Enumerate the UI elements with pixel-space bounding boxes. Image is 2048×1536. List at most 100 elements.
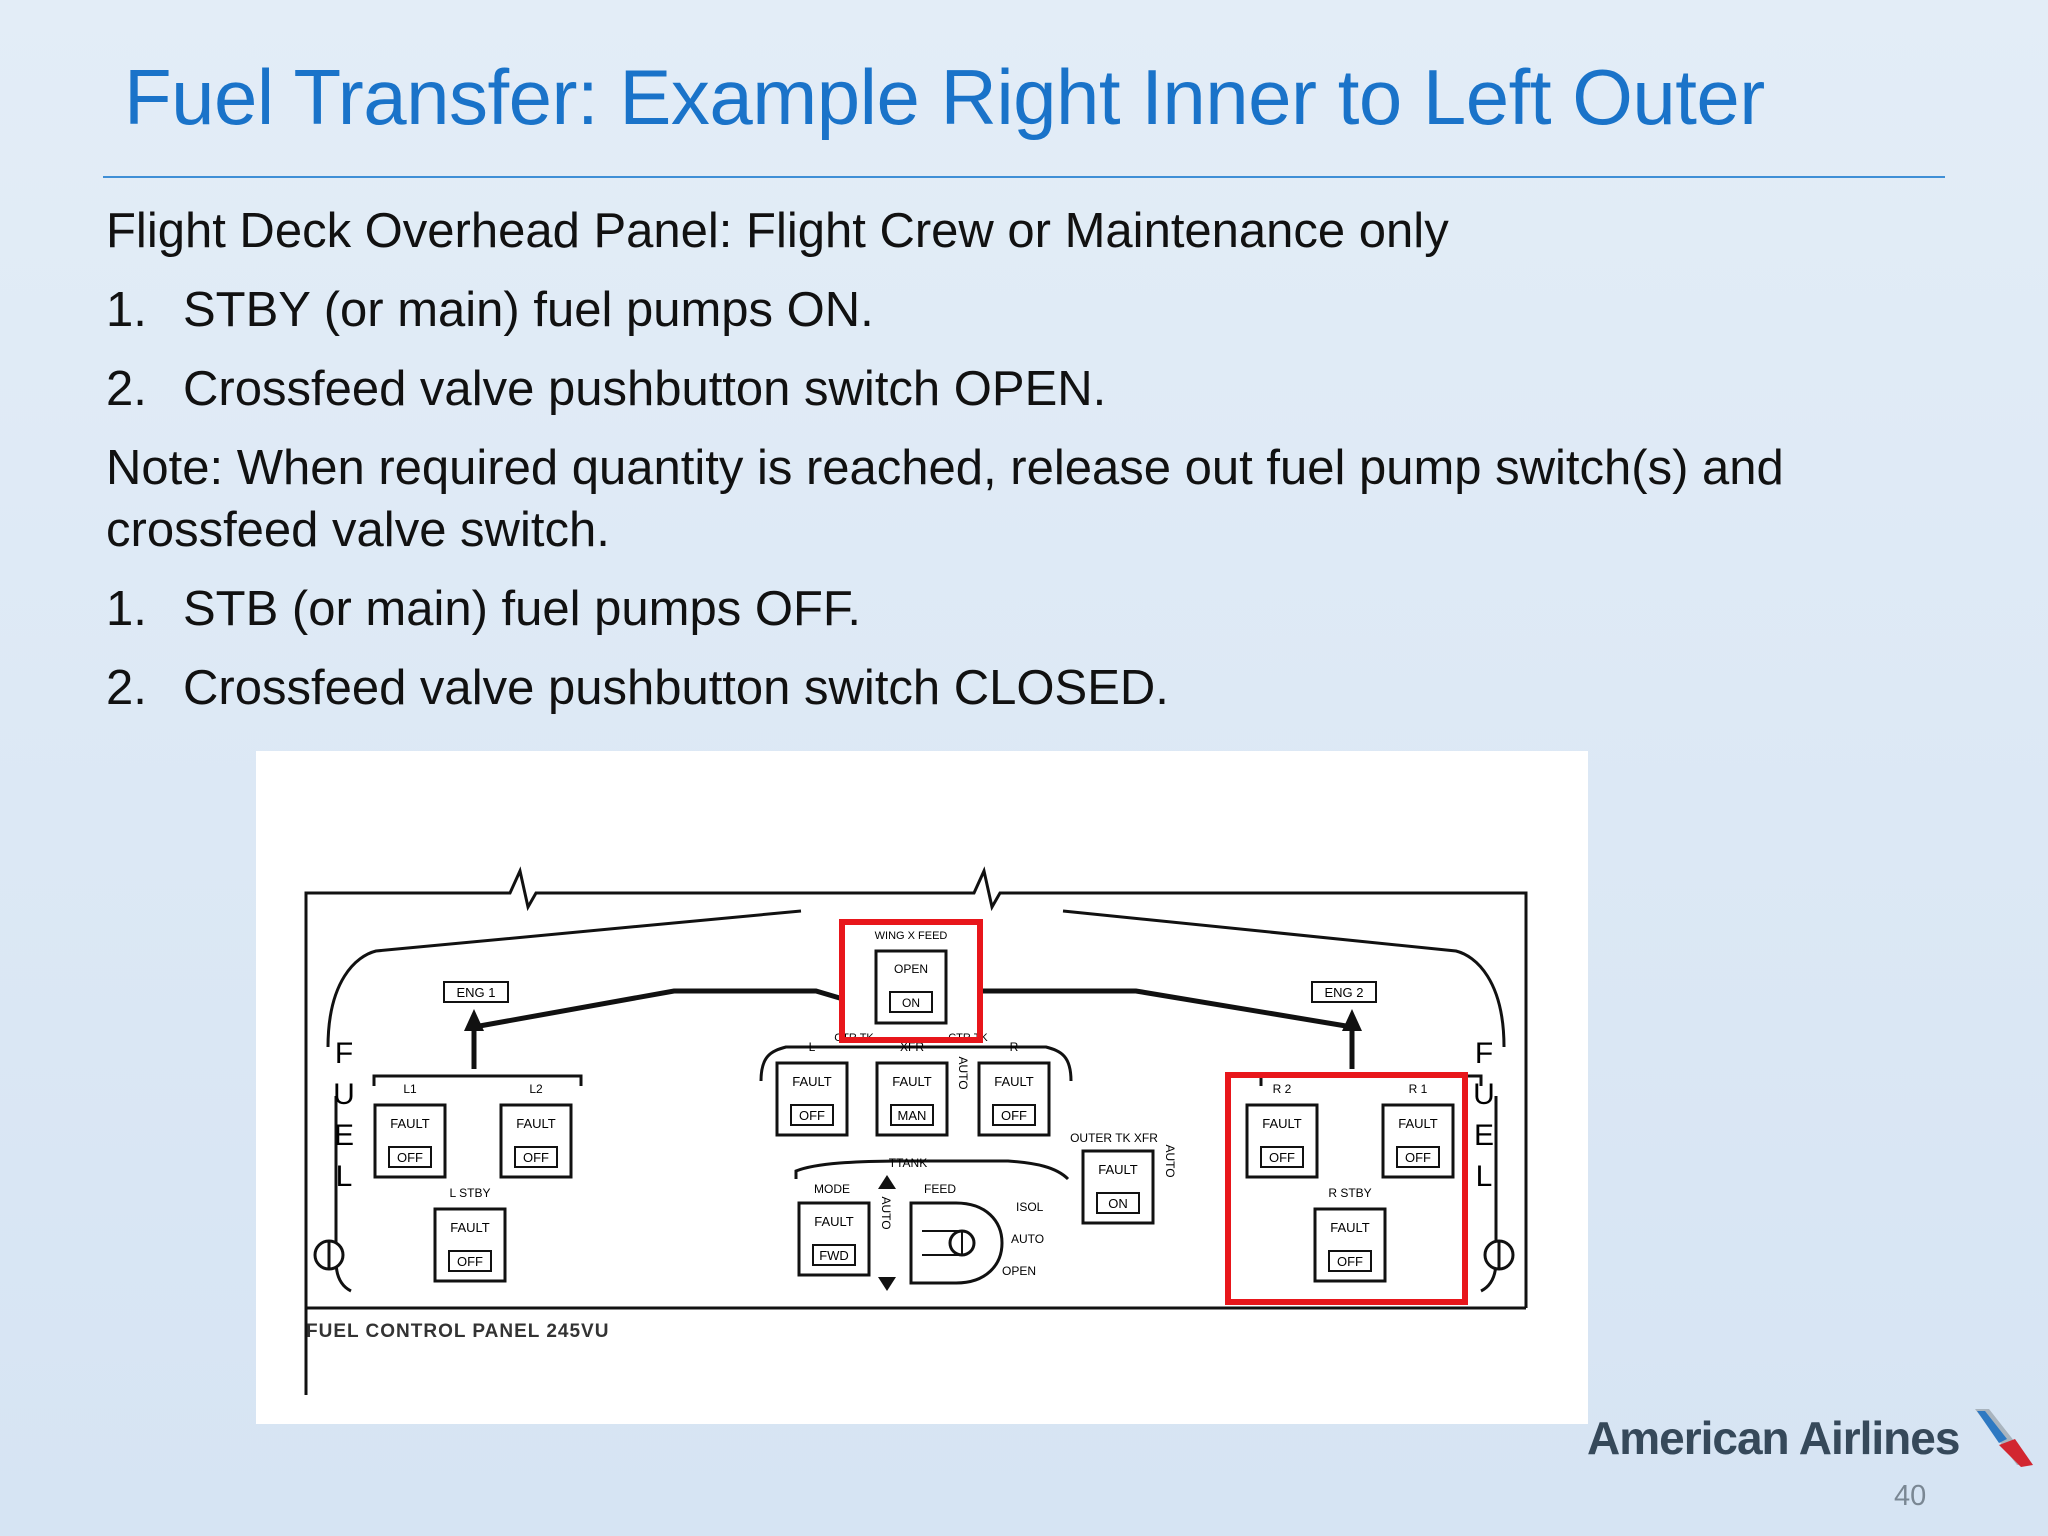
feed-isol-label: ISOL xyxy=(1016,1200,1044,1214)
r2-pump-button[interactable]: FAULT OFF xyxy=(1245,1103,1319,1179)
outer-tk-fault-legend: FAULT xyxy=(1098,1162,1138,1177)
step-off-2: 2. Crossfeed valve pushbutton switch CLO… xyxy=(106,657,1936,719)
r1-off-legend: OFF xyxy=(1405,1150,1431,1165)
step-number: 1. xyxy=(106,283,147,337)
center-l-label: L xyxy=(809,1040,816,1054)
step-off-1: 1. STB (or main) fuel pumps OFF. xyxy=(106,578,1936,640)
l2-off-legend: OFF xyxy=(523,1150,549,1165)
r1-pump-button[interactable]: FAULT OFF xyxy=(1381,1103,1455,1179)
eng2-arrow-icon xyxy=(1342,1009,1362,1031)
right-roof-bracket xyxy=(1062,909,1506,1048)
r1-fault-legend: FAULT xyxy=(1398,1116,1438,1131)
step-number: 1. xyxy=(106,582,147,636)
mode-fault-legend: FAULT xyxy=(814,1214,854,1229)
outer-tk-xfr-button[interactable]: FAULT ON xyxy=(1081,1149,1155,1225)
side-letter: L xyxy=(336,1160,353,1193)
mode-auto-label: AUTO xyxy=(879,1196,893,1229)
side-letter: U xyxy=(333,1078,355,1111)
brand-name: American Airlines xyxy=(1587,1412,1960,1464)
step-on-2: 2. Crossfeed valve pushbutton switch OPE… xyxy=(106,358,1936,420)
center-r-fault-legend: FAULT xyxy=(994,1074,1034,1089)
slide-title: Fuel Transfer: Example Right Inner to Le… xyxy=(124,53,1765,141)
center-r-pump-button[interactable]: FAULT OFF xyxy=(977,1061,1051,1137)
lstby-off-legend: OFF xyxy=(457,1254,483,1269)
r-stby-pump-button[interactable]: FAULT OFF xyxy=(1313,1207,1387,1283)
step-on-1: 1. STBY (or main) fuel pumps ON. xyxy=(106,279,1936,341)
lstby-label: L STBY xyxy=(450,1186,491,1200)
wing-xfeed-label: WING X FEED xyxy=(875,930,948,942)
xfr-fault-legend: FAULT xyxy=(892,1074,932,1089)
american-airlines-logo: American Airlines xyxy=(1587,1405,2037,1471)
xfr-auto-label: AUTO xyxy=(956,1056,970,1089)
l-stby-pump-button[interactable]: FAULT OFF xyxy=(433,1207,507,1283)
panel-outline xyxy=(304,866,1528,1395)
r1-label: R 1 xyxy=(1409,1082,1428,1096)
note-text: Note: When required quantity is reached,… xyxy=(106,441,1784,557)
left-pump-group-bracket xyxy=(372,1074,583,1086)
l1-off-legend: OFF xyxy=(397,1150,423,1165)
side-letter: F xyxy=(1475,1037,1493,1070)
feed-label: FEED xyxy=(924,1182,956,1196)
side-letter: U xyxy=(1473,1078,1495,1111)
fuel-side-label-right: F U E L xyxy=(1473,1037,1495,1193)
center-r-off-legend: OFF xyxy=(1001,1108,1027,1123)
r2-off-legend: OFF xyxy=(1269,1150,1295,1165)
side-letter: L xyxy=(1476,1160,1493,1193)
l2-pump-button[interactable]: FAULT OFF xyxy=(499,1103,573,1179)
american-airlines-eagle-icon xyxy=(1975,1409,2034,1467)
center-l-fault-legend: FAULT xyxy=(792,1074,832,1089)
trim-mode-button[interactable]: FAULT FWD xyxy=(797,1201,871,1277)
trim-down-arrow-icon xyxy=(878,1277,896,1291)
feed-open-label: OPEN xyxy=(1002,1264,1036,1278)
step-text: Crossfeed valve pushbutton switch OPEN. xyxy=(183,362,1107,416)
l1-pump-button[interactable]: FAULT OFF xyxy=(373,1103,447,1179)
xfr-man-legend: MAN xyxy=(898,1108,927,1123)
panel-caption: FUEL CONTROL PANEL 245VU xyxy=(306,1321,609,1342)
wing-xfeed-highlight xyxy=(839,919,983,1043)
slide-body: Flight Deck Overhead Panel: Flight Crew … xyxy=(106,200,1936,736)
wing-xfeed-on-legend: ON xyxy=(902,996,920,1010)
ttank-label: TTANK xyxy=(889,1156,927,1170)
intro-text: Flight Deck Overhead Panel: Flight Crew … xyxy=(106,204,1449,258)
step-number: 2. xyxy=(106,362,147,416)
l1-fault-legend: FAULT xyxy=(390,1116,430,1131)
trim-up-arrow-icon xyxy=(878,1175,896,1189)
center-r-label: R xyxy=(1010,1040,1019,1054)
feed-selector-knob[interactable] xyxy=(909,1201,1004,1285)
outer-tk-xfr-label: OUTER TK XFR xyxy=(1070,1131,1158,1145)
eng2-label: ENG 2 xyxy=(1324,985,1363,1000)
eng2-tag xyxy=(1311,981,1377,1003)
side-letter: F xyxy=(335,1037,353,1070)
fuel-line-right xyxy=(982,988,1353,1030)
r2-label: R 2 xyxy=(1273,1082,1292,1096)
l2-fault-legend: FAULT xyxy=(516,1116,556,1131)
center-l-off-legend: OFF xyxy=(799,1108,825,1123)
mode-fwd-legend: FWD xyxy=(819,1248,849,1263)
l1-label: L1 xyxy=(403,1082,417,1096)
right-pumps-highlight xyxy=(1225,1072,1468,1305)
page-number: 40 xyxy=(1894,1480,1927,1512)
step-text: STBY (or main) fuel pumps ON. xyxy=(183,283,874,337)
feed-auto-label: AUTO xyxy=(1011,1232,1044,1246)
eng1-label: ENG 1 xyxy=(456,985,495,1000)
mode-label: MODE xyxy=(814,1182,850,1196)
l2-label: L2 xyxy=(529,1082,543,1096)
eng1-tag xyxy=(443,981,509,1003)
center-l-pump-button[interactable]: FAULT OFF xyxy=(775,1061,849,1137)
outer-tk-auto-label: AUTO xyxy=(1163,1144,1177,1177)
fuel-panel-figure: ENG 1 ENG 2 F U E L F U E L L1 xyxy=(256,751,1588,1424)
fuel-control-panel-diagram: ENG 1 ENG 2 F U E L F U E L L1 xyxy=(304,866,1528,1395)
lstby-fault-legend: FAULT xyxy=(450,1220,490,1235)
step-text: STB (or main) fuel pumps OFF. xyxy=(183,582,862,636)
rstby-fault-legend: FAULT xyxy=(1330,1220,1370,1235)
wing-xfeed-open-legend: OPEN xyxy=(894,962,928,976)
wing-xfeed-button[interactable]: OPEN ON xyxy=(874,949,948,1025)
xfr-label: XFR xyxy=(900,1040,924,1054)
r2-fault-legend: FAULT xyxy=(1262,1116,1302,1131)
side-letter: E xyxy=(334,1119,354,1152)
step-number: 2. xyxy=(106,661,147,715)
rstby-off-legend: OFF xyxy=(1337,1254,1363,1269)
fuel-side-label-left: F U E L xyxy=(333,1037,355,1193)
xfr-mode-button[interactable]: FAULT MAN xyxy=(875,1061,949,1137)
title-divider xyxy=(103,176,1945,178)
